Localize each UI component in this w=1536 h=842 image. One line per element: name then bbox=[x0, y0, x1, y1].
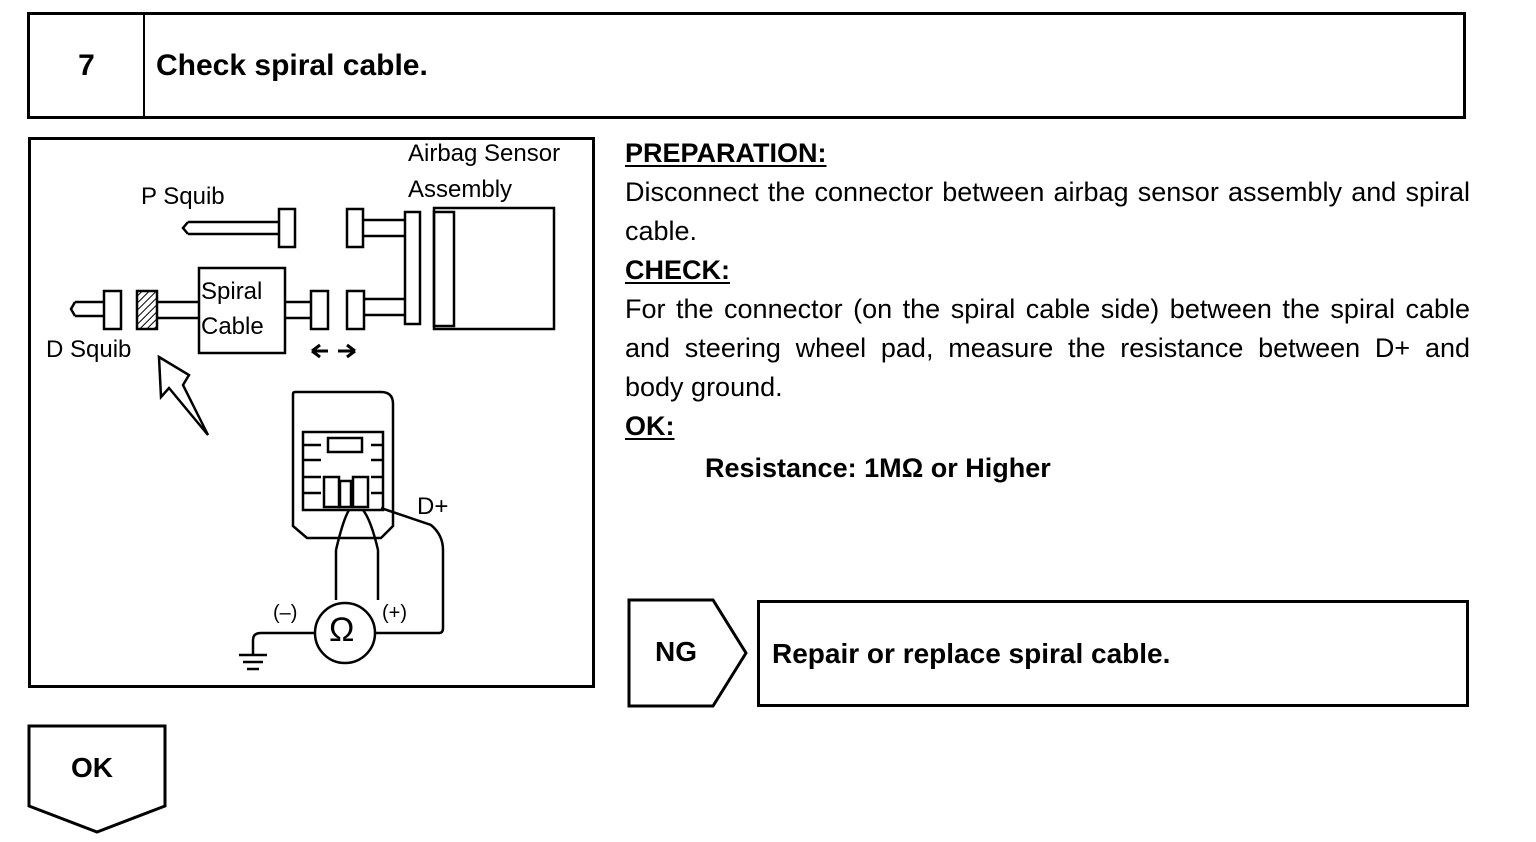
step-header: 7 Check spiral cable. bbox=[27, 12, 1466, 119]
connector-face bbox=[291, 390, 395, 540]
p-squib-wire bbox=[181, 220, 279, 236]
terminal-mid bbox=[338, 479, 353, 509]
terminal-right bbox=[351, 475, 370, 509]
sensor-side-bar bbox=[403, 210, 422, 326]
p-squib-label: P Squib bbox=[141, 183, 225, 210]
minus-label: (–) bbox=[273, 602, 298, 624]
d-squib-label: D Squib bbox=[46, 336, 132, 363]
diagram-drawing bbox=[69, 206, 556, 671]
connector-cavities bbox=[303, 443, 383, 495]
view-arrow bbox=[157, 354, 210, 436]
check-text: For the connector (on the spiral cable s… bbox=[625, 294, 1470, 402]
ng-result: Repair or replace spiral cable. bbox=[757, 600, 1469, 707]
preparation-heading: PREPARATION: bbox=[625, 138, 827, 168]
plus-label: (+) bbox=[382, 602, 407, 624]
harness-cable bbox=[334, 509, 380, 600]
ok-flag-shape bbox=[27, 724, 167, 834]
airbag-sensor-box bbox=[432, 206, 556, 331]
p-sensor-connector bbox=[345, 207, 365, 249]
resistance-spec: Resistance: 1MΩ or Higher bbox=[705, 453, 1051, 483]
hatched-connector bbox=[135, 289, 159, 331]
ok-label: OK bbox=[71, 752, 113, 783]
spiral-side-connector bbox=[309, 289, 330, 331]
wiring-diagram: Airbag Sensor Assembly P Squib Spiral Ca… bbox=[28, 137, 595, 688]
ok-flag: OK bbox=[27, 724, 169, 836]
ng-label: NG bbox=[655, 636, 697, 667]
ohm-symbol: Ω bbox=[329, 611, 355, 649]
ground-symbol bbox=[239, 653, 267, 671]
preparation-text: Disconnect the connector between airbag … bbox=[625, 177, 1470, 246]
disconnect-arrows bbox=[311, 343, 356, 359]
ok-heading: OK: bbox=[625, 411, 675, 441]
step-title: Check spiral cable. bbox=[156, 48, 428, 82]
airbag-sensor-label: Airbag Sensor bbox=[408, 140, 561, 167]
probe-positive-lead bbox=[375, 506, 445, 635]
spiral-link-wire bbox=[285, 300, 311, 320]
cable-label: Cable bbox=[201, 313, 264, 340]
probe-negative-lead bbox=[251, 631, 315, 655]
airbag-sensor-connector bbox=[432, 210, 456, 328]
d-plus-label: D+ bbox=[417, 493, 449, 520]
p-link-wire bbox=[363, 218, 405, 238]
ng-flag: NG bbox=[627, 598, 751, 710]
d-link-wire bbox=[364, 297, 405, 317]
assembly-label: Assembly bbox=[408, 176, 513, 203]
connector-key bbox=[326, 436, 364, 454]
instructions: PREPARATION: Disconnect the connector be… bbox=[625, 134, 1470, 488]
check-heading: CHECK: bbox=[625, 255, 730, 285]
p-squib-connector bbox=[277, 207, 297, 249]
terminal-left bbox=[322, 475, 341, 509]
sensor-lower-connector bbox=[345, 289, 366, 331]
d-squib-connector bbox=[102, 289, 123, 331]
spiral-label: Spiral bbox=[201, 278, 263, 305]
step-number: 7 bbox=[30, 15, 145, 116]
ng-flag-shape bbox=[627, 598, 748, 708]
connector-inner bbox=[301, 430, 385, 512]
d-squib-wire bbox=[157, 300, 199, 320]
d-squib-tail bbox=[69, 300, 104, 318]
spiral-cable-box bbox=[197, 266, 287, 355]
